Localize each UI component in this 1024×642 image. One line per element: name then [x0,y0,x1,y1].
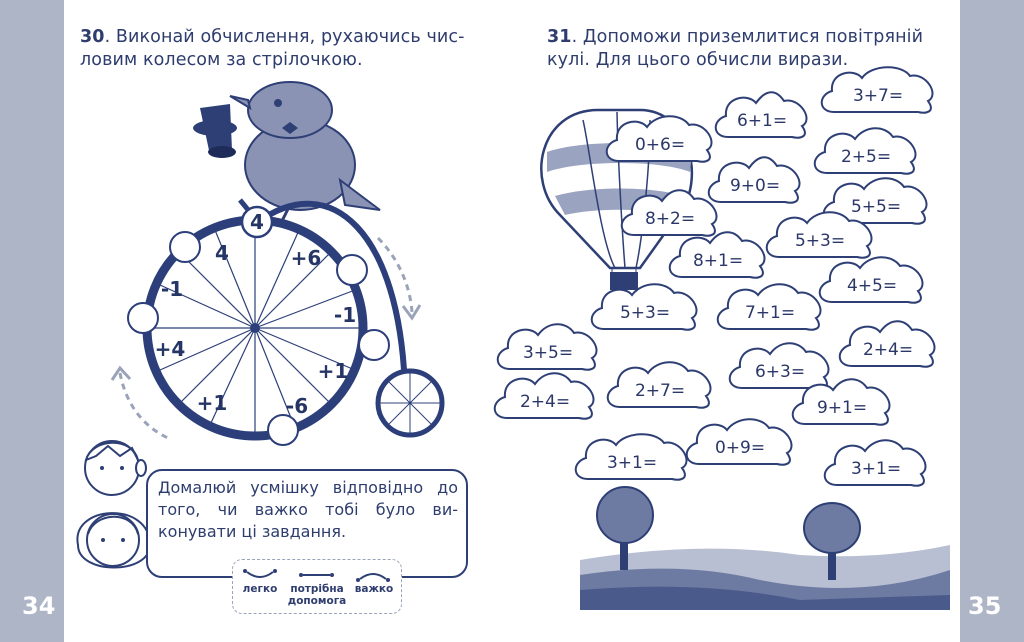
cloud [716,283,822,331]
cloud-expression[interactable]: 6+1= [737,111,787,131]
task-30: 30. Виконай обчислення, рухаючись чис-ло… [80,26,486,72]
wheel-label: +1 [318,359,349,383]
difficulty-legend [232,559,402,614]
wheel-blank-3 [358,329,390,361]
cloud [668,231,766,279]
task-31-number: 31 [547,27,572,47]
wheel-label: +4 [155,337,186,361]
right-margin [960,0,1024,642]
cloud [813,127,917,175]
left-margin [0,0,64,642]
cloud-expression[interactable]: 8+2= [645,209,695,229]
cloud [728,342,830,390]
cloud [606,361,712,409]
cloud [493,372,595,420]
cloud-expression[interactable]: 6+3= [755,362,805,382]
cloud-expression[interactable]: 3+7= [853,86,903,106]
cloud [818,256,924,304]
boy-face [84,440,147,496]
cloud [707,156,801,204]
task-30-number: 30 [80,27,105,47]
wheel-label: -1 [334,303,356,327]
cloud [791,378,891,426]
back-wheel [375,368,445,438]
cloud-expression[interactable]: 5+3= [620,303,670,323]
cloud [838,320,936,368]
cloud [605,115,713,163]
cloud [496,323,598,371]
wheel-start-circle [240,205,274,239]
cloud-expression[interactable]: 0+9= [715,438,765,458]
cloud [820,66,934,114]
cloud-expression[interactable]: 3+1= [851,459,901,479]
crow-figure [193,81,381,259]
landscape [580,486,950,610]
cloud [714,91,808,139]
girl-face [76,512,152,569]
wheel-label: +1 [197,391,228,415]
cloud-expression[interactable]: 5+3= [795,231,845,251]
legend-easy: легко [242,583,278,595]
cloud-expression[interactable]: 5+5= [851,197,901,217]
wheel-blank-2 [336,254,368,286]
cloud [620,189,718,237]
wheel-label: -1 [161,277,183,301]
task-30-text: . Виконай обчислення, рухаючись чис-лови… [80,27,465,70]
wheel-label: +6 [291,246,322,270]
cloud-expression[interactable]: 2+4= [863,340,913,360]
legend-hard: важко [354,583,394,595]
page-number-left: 34 [22,592,56,620]
wheel-blank-4 [267,414,299,446]
legend-help: потрібна допомога [287,583,347,607]
cloud-expression[interactable]: 2+4= [520,392,570,412]
task-31: 31. Допоможи приземлитися повітряній кул… [547,26,947,72]
cloud-expression[interactable]: 2+5= [841,147,891,167]
smile-prompt-text: Домалюй усмішку відповідно до того, чи в… [158,478,458,541]
cloud [823,439,927,487]
cloud-expression[interactable]: 3+5= [523,343,573,363]
cloud-expression[interactable]: 4+5= [847,276,897,296]
cloud-expression[interactable]: 8+1= [693,251,743,271]
cloud-expression[interactable]: 9+1= [817,398,867,418]
task-31-text: . Допоможи приземлитися повітряній кулі.… [547,27,924,70]
wheel-blank-5 [127,302,159,334]
cloud-expression[interactable]: 7+1= [745,303,795,323]
wheel-blank-1 [169,231,201,263]
page-number-right: 35 [968,592,1002,620]
cloud-expression[interactable]: 2+7= [635,381,685,401]
cloud [590,283,698,331]
cloud-expression[interactable]: 9+0= [730,176,780,196]
wheel-label: 4 [215,241,229,265]
cloud [765,211,873,259]
cloud [685,418,793,466]
cloud-group: 3+7= 6+1= 0+6= 2+5= 9+0= 5+5= 8+2= 5+3= 8+1= 4+5=… [493,66,936,487]
wheel-start-value: 4 [250,210,264,234]
cloud-expression[interactable]: 0+6= [635,135,685,155]
cloud [822,177,928,225]
cloud [574,433,688,481]
cloud-expression[interactable]: 3+1= [607,453,657,473]
wheel-label: -6 [286,394,308,418]
number-wheel: 4 4 +6 -1 +1 -6 +1 +4 -1 [127,198,408,446]
